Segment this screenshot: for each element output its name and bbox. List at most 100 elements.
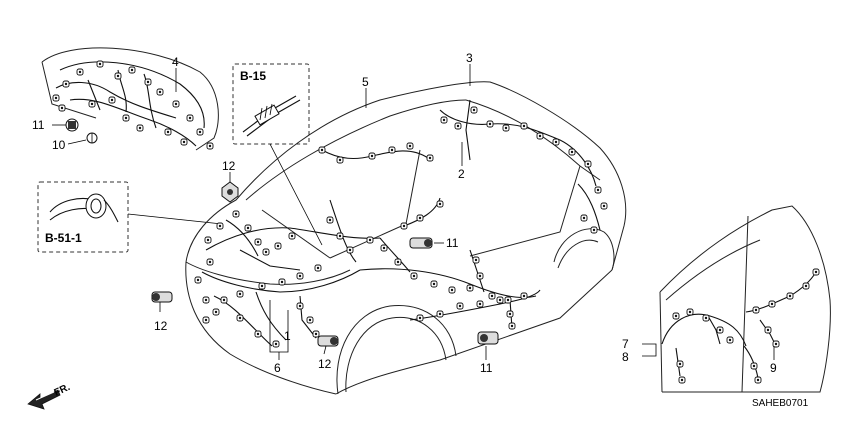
part-label-9: 9 [770, 361, 777, 375]
connector-clip-dot [488, 122, 492, 126]
part-label-11-top: 11 [32, 118, 45, 132]
connector-clip-dot [472, 108, 476, 112]
connector-clip-dot [206, 238, 210, 242]
connector-clip-dot [774, 342, 778, 346]
part-label-1: 1 [284, 329, 291, 343]
b15-leader [269, 143, 323, 246]
connector-clip-dot [456, 124, 460, 128]
connector-clip-dot [124, 116, 128, 120]
connector-clip-dot [208, 260, 212, 264]
connector-clip-dot [438, 312, 442, 316]
connector-clip-dot [678, 362, 682, 366]
connector-clip-dot [320, 148, 324, 152]
part-label-12-left: 12 [154, 319, 168, 333]
connector-markers [52, 60, 820, 384]
connector-clip-dot [510, 324, 514, 328]
connector-clip-dot [238, 292, 242, 296]
connector-clip-dot [390, 148, 394, 152]
connector-clip-dot [522, 294, 526, 298]
connector-clip-dot [432, 282, 436, 286]
connector-clip-dot [478, 302, 482, 306]
connector-clip-dot [586, 162, 590, 166]
connector-clip-dot [238, 316, 242, 320]
front-direction-label: FR. [53, 382, 72, 399]
connector-clip-dot [314, 332, 318, 336]
connector-clip-dot [570, 150, 574, 154]
connector-clip-dot [704, 316, 708, 320]
part-label-7: 7 [622, 337, 629, 351]
connector-clip-dot [428, 156, 432, 160]
connector-clip-dot [770, 302, 774, 306]
connector-clip-dot [474, 258, 478, 262]
connector-clip-dot [316, 266, 320, 270]
part-label-10: 10 [52, 138, 66, 152]
connector-clip-dot [582, 216, 586, 220]
connector-clip-dot [338, 234, 342, 238]
b15-connector-icon [242, 95, 301, 137]
connector-clip-dot [110, 98, 114, 102]
detail-box-b511-label: B-51-1 [45, 231, 82, 245]
connector-clip-dot [788, 294, 792, 298]
connector-clip-dot [198, 130, 202, 134]
connector-clip-dot [290, 234, 294, 238]
connector-clip-dot [680, 378, 684, 382]
connector-clip-dot [754, 308, 758, 312]
connector-clip-dot [596, 188, 600, 192]
drawing-code: SAHEB0701 [752, 398, 809, 409]
bolt-11-top [65, 118, 79, 132]
connector-clip-dot [504, 126, 508, 130]
connector-clip-dot [54, 96, 58, 100]
detail-box-b15-label: B-15 [240, 69, 266, 83]
front-direction-arrow [27, 389, 61, 410]
connector-clip-dot [674, 314, 678, 318]
connector-clip-dot [308, 318, 312, 322]
connector-clip-dot [116, 74, 120, 78]
connector-clip-dot [538, 134, 542, 138]
connector-clip-dot [756, 378, 760, 382]
connector-clip-dot [490, 294, 494, 298]
connector-clip-dot [752, 364, 756, 368]
connector-clip-dot [408, 144, 412, 148]
connector-clip-dot [218, 224, 222, 228]
connector-clip-dot [382, 246, 386, 250]
part-label-11-bottom: 11 [480, 361, 493, 375]
connector-clip-dot [182, 140, 186, 144]
part-label-12-bottom: 12 [318, 357, 332, 371]
part-label-4: 4 [172, 55, 179, 69]
connector-clip-dot [60, 106, 64, 110]
part-label-3: 3 [466, 51, 473, 65]
connector-clip-dot [442, 118, 446, 122]
connector-clip-dot [158, 90, 162, 94]
connector-clip-dot [468, 286, 472, 290]
b511-leader [127, 213, 223, 225]
part-label-5: 5 [362, 75, 369, 89]
part-label-11-mid: 11 [446, 236, 459, 250]
b511-grommet-icon [49, 193, 119, 223]
bolt-12-bottom [317, 335, 339, 347]
connector-clip-dot [478, 274, 482, 278]
detail-box-b511: B-51-1 [37, 181, 129, 253]
connector-clip-dot [246, 226, 250, 230]
connector-clip-dot [328, 218, 332, 222]
connector-clip-dot [276, 244, 280, 248]
connector-clip-dot [130, 68, 134, 72]
connector-clip-dot [728, 338, 732, 342]
connector-clip-dot [368, 238, 372, 242]
part-label-6: 6 [274, 361, 281, 375]
main-harness-wires [201, 99, 601, 347]
connector-clip-dot [264, 250, 268, 254]
connector-clip-dot [602, 204, 606, 208]
connector-clip-dot [274, 342, 278, 346]
connector-clip-dot [814, 270, 818, 274]
connector-clip-dot [592, 228, 596, 232]
connector-clip-dot [508, 312, 512, 316]
part-label-8: 8 [622, 350, 629, 364]
connector-clip-dot [418, 316, 422, 320]
connector-clip-dot [718, 328, 722, 332]
connector-clip-dot [766, 328, 770, 332]
door-panel [659, 205, 831, 393]
leader-lines [52, 64, 775, 360]
connector-clip-dot [78, 70, 82, 74]
connector-clip-dot [554, 140, 558, 144]
bolt-11-mid [409, 237, 433, 249]
